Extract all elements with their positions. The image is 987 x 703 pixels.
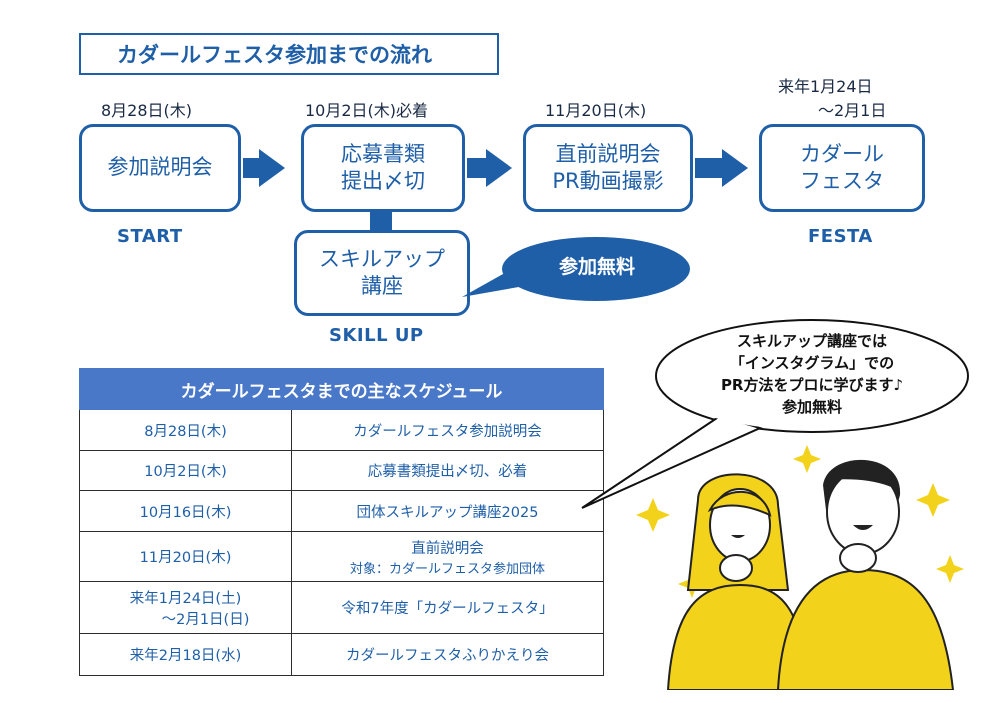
- festa-label: FESTA: [808, 226, 873, 247]
- speech-line2: 「インスタグラム」での: [729, 354, 895, 372]
- arrow-shaft-3: [695, 158, 723, 178]
- step2-date: 10月2日(木)必着: [305, 101, 429, 120]
- table-row: 11月20日(木) 直前説明会 対象：カダールフェスタ参加団体: [79, 531, 604, 582]
- step1-date: 8月28日(木): [101, 101, 193, 120]
- step2-line1: 応募書類: [341, 141, 425, 166]
- schedule-event: カダールフェスタふりかえり会: [291, 633, 604, 676]
- schedule-date: 10月16日(木): [79, 490, 292, 532]
- step4-date-line1: 来年1月24日: [778, 77, 873, 96]
- schedule-event: 団体スキルアップ講座2025: [291, 490, 604, 532]
- table-row: 10月16日(木) 団体スキルアップ講座2025: [79, 490, 604, 532]
- schedule-event-cell: 直前説明会 対象：カダールフェスタ参加団体: [291, 531, 604, 582]
- step3-line2: PR動画撮影: [552, 169, 664, 193]
- free-badge: 参加無料: [558, 256, 635, 278]
- arrow-shaft-2: [467, 158, 487, 178]
- schedule-event: 直前説明会: [411, 540, 484, 557]
- schedule-date: 8月28日(木): [79, 409, 292, 451]
- speech-line3: PR方法をプロに学びます♪: [720, 376, 904, 394]
- page-title: カダールフェスタ参加までの流れ: [79, 33, 499, 75]
- table-row: 来年1月24日(土) ～2月1日(日) 令和7年度「カダールフェスタ」: [79, 581, 604, 634]
- speech-text: スキルアップ講座では 「インスタグラム」での PR方法をプロに学びます♪ 参加無…: [652, 330, 972, 418]
- table-row: 来年2月18日(水) カダールフェスタふりかえり会: [79, 633, 604, 676]
- step-festa: カダール フェスタ: [759, 124, 925, 212]
- step-application-deadline: 応募書類 提出〆切: [301, 124, 465, 212]
- schedule-event: 令和7年度「カダールフェスタ」: [291, 581, 604, 634]
- table-row: 10月2日(木) 応募書類提出〆切、必着: [79, 450, 604, 491]
- speech-bubble-shape: [581, 319, 969, 509]
- speech-line1: スキルアップ講座では: [736, 332, 887, 350]
- skill-line2: 講座: [361, 274, 403, 298]
- schedule-date: 11月20日(木): [79, 531, 292, 582]
- people-illustration: [636, 445, 964, 690]
- schedule-date: 来年2月18日(水): [79, 633, 292, 676]
- step-pre-briefing: 直前説明会 PR動画撮影: [523, 124, 693, 212]
- step4-line2: フェスタ: [800, 169, 884, 193]
- free-bubble-shape: [462, 237, 690, 301]
- speech-line4: 参加無料: [781, 398, 842, 416]
- skill-up-label: SKILL UP: [329, 325, 424, 346]
- skill-line1: スキルアップ: [319, 246, 445, 271]
- schedule-date: 来年1月24日(土): [129, 590, 242, 607]
- step-skill-up: スキルアップ 講座: [294, 230, 470, 316]
- schedule-table: カダールフェスタまでの主なスケジュール 8月28日(木) カダールフェスタ参加説…: [79, 368, 604, 676]
- schedule-event: カダールフェスタ参加説明会: [291, 409, 604, 451]
- arrow-shaft-1: [243, 158, 261, 178]
- schedule-event-note: 対象：カダールフェスタ参加団体: [349, 561, 545, 577]
- right-arrow-icon: [486, 149, 512, 187]
- step-info-session: 参加説明会: [79, 124, 241, 212]
- start-label: START: [117, 226, 183, 247]
- table-row: 8月28日(木) カダールフェスタ参加説明会: [79, 409, 604, 451]
- skill-connector: [370, 212, 392, 232]
- right-arrow-icon: [259, 149, 285, 187]
- schedule-date-end: ～2月1日(日): [161, 611, 250, 628]
- step4-line1: カダール: [800, 141, 884, 166]
- schedule-header: カダールフェスタまでの主なスケジュール: [79, 368, 604, 410]
- schedule-event: 応募書類提出〆切、必着: [291, 450, 604, 491]
- step3-date: 11月20日(木): [545, 101, 647, 120]
- step1-label: 参加説明会: [107, 155, 213, 180]
- step2-line2: 提出〆切: [341, 169, 425, 193]
- step3-line1: 直前説明会: [555, 141, 661, 166]
- schedule-date: 10月2日(木): [79, 450, 292, 491]
- right-arrow-icon: [722, 149, 748, 187]
- schedule-date-cell: 来年1月24日(土) ～2月1日(日): [79, 581, 292, 634]
- step4-date-line2: ～2月1日: [818, 101, 887, 120]
